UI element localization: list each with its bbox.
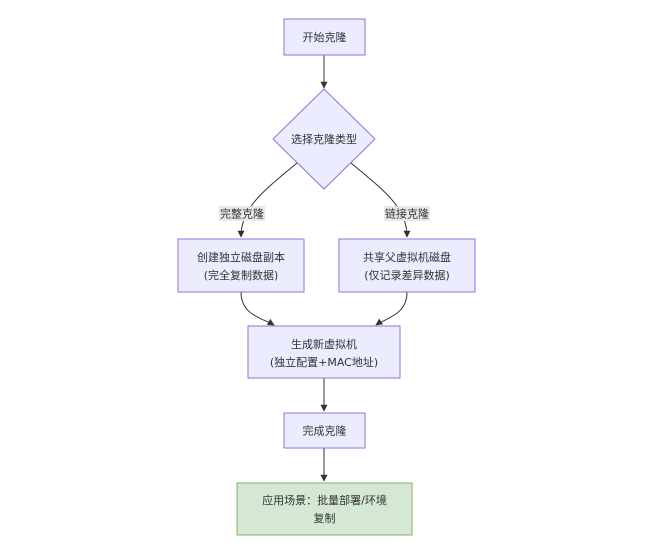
node-generate-line2: (独立配置+MAC地址) xyxy=(270,355,378,369)
edge-linked-to-generate xyxy=(375,291,408,326)
node-generate-vm: 生成新虚拟机 (独立配置+MAC地址) xyxy=(247,325,401,379)
node-choose-clone-type: 选择克隆类型 xyxy=(272,88,376,190)
node-linked-share: 共享父虚拟机磁盘 (仅记录差异数据) xyxy=(338,238,476,293)
edges xyxy=(237,55,411,482)
edge-choose-to-full xyxy=(237,162,298,238)
edge-label-linked-text: 链接克隆 xyxy=(385,207,429,221)
node-generate-line1: 生成新虚拟机 xyxy=(291,337,357,351)
node-usage-scenario: 应用场景：批量部署/环境 复制 xyxy=(236,482,413,536)
node-usage-line2: 复制 xyxy=(314,511,336,525)
node-start-label: 开始克隆 xyxy=(303,30,347,44)
edge-label-full-clone: 完整克隆 xyxy=(219,206,265,221)
node-linked-line1: 共享父虚拟机磁盘 xyxy=(363,250,451,264)
node-start: 开始克隆 xyxy=(283,18,366,56)
node-choose-label: 选择克隆类型 xyxy=(291,132,357,146)
edge-label-linked-clone: 链接克隆 xyxy=(384,206,430,221)
node-full-line1: 创建独立磁盘副本 xyxy=(197,250,285,264)
node-done-label: 完成克隆 xyxy=(303,424,347,438)
node-full-line2: (完全复制数据) xyxy=(204,268,279,282)
node-linked-line2: (仅记录差异数据) xyxy=(364,268,450,282)
node-full-copy: 创建独立磁盘副本 (完全复制数据) xyxy=(177,238,305,293)
edge-label-full-text: 完整克隆 xyxy=(220,207,264,221)
edge-choose-to-linked xyxy=(350,162,411,238)
node-usage-line1: 应用场景：批量部署/环境 xyxy=(262,493,387,507)
edge-full-to-generate xyxy=(240,291,275,326)
node-done: 完成克隆 xyxy=(283,412,366,449)
